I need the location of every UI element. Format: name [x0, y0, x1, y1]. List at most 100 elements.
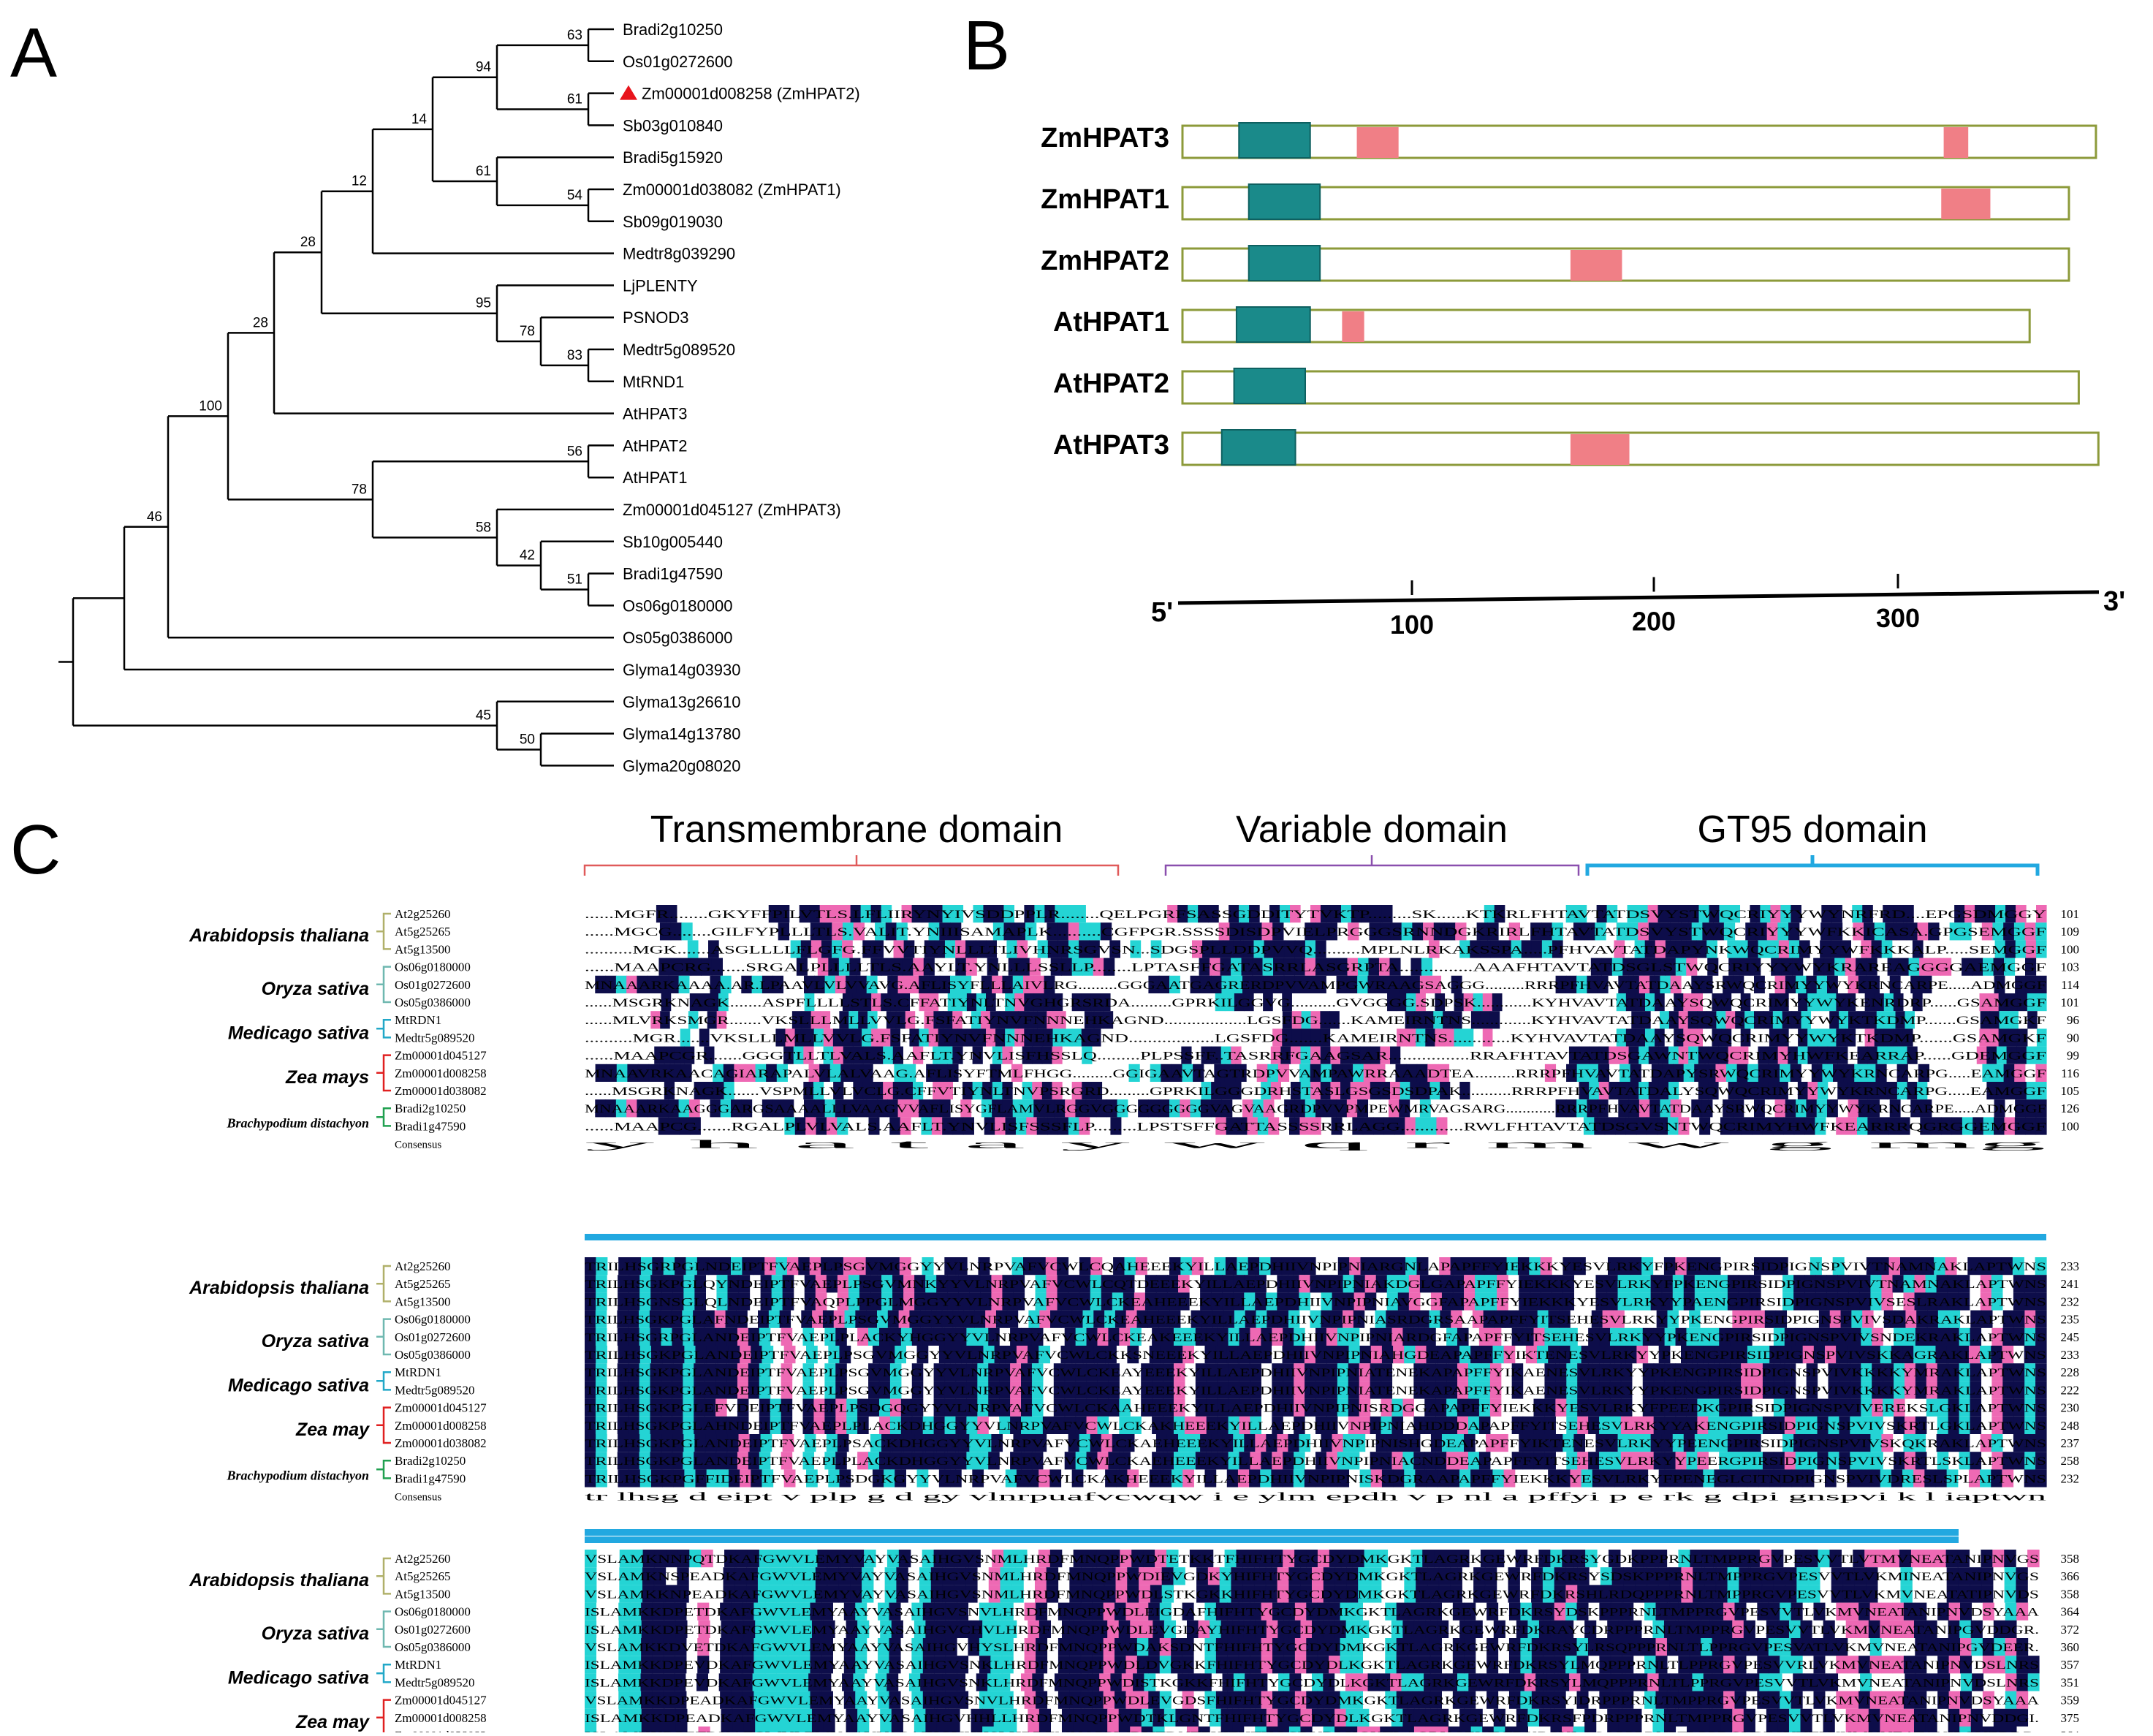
residue-cell — [1771, 958, 1782, 976]
residue-cell — [1902, 1028, 1913, 1047]
residue-cell — [933, 1046, 943, 1064]
residue-cell — [1242, 975, 1253, 993]
residue-cell — [647, 975, 658, 993]
residue-cell — [1630, 1064, 1641, 1082]
residue-cell — [1893, 993, 1904, 1012]
residue-cell — [674, 1046, 685, 1064]
residue-cell — [1951, 1117, 1963, 1135]
residue-cell — [1394, 1117, 1405, 1135]
residue-cell — [1994, 1117, 2005, 1135]
residue-cell — [1552, 1292, 1563, 1311]
residue-cell — [1023, 1257, 1035, 1276]
residue-cell — [1530, 922, 1542, 941]
residue-cell — [1079, 1257, 1091, 1276]
residue-cell — [2013, 1292, 2025, 1311]
residue-cell — [1018, 1011, 1029, 1029]
residue-count: 360 — [2061, 1640, 2080, 1654]
residue-cell — [1330, 905, 1342, 923]
residue-cell — [1526, 1310, 1538, 1328]
residue-cell — [596, 1292, 607, 1311]
residue-cell — [1698, 1082, 1709, 1100]
residue-cell — [1166, 1275, 1179, 1293]
residue-cell — [881, 1028, 891, 1047]
residue-cell — [1668, 1117, 1679, 1135]
residue-cell — [892, 958, 903, 976]
residue-cell — [1293, 1257, 1305, 1276]
residue-cell — [1689, 1310, 1701, 1328]
residue-cell — [1459, 940, 1470, 958]
residue-cell — [1967, 1257, 1980, 1276]
residue-cell — [1628, 1292, 1641, 1311]
residue-cell — [775, 1257, 788, 1276]
residue-cell — [804, 1028, 815, 1047]
residue-cell — [1754, 1099, 1765, 1118]
residue-cell — [892, 1046, 903, 1064]
residue-cell — [1044, 975, 1055, 993]
residue-cell — [1239, 905, 1250, 923]
residue-cell — [1854, 1064, 1866, 1082]
residue-cell — [1851, 1310, 1863, 1328]
residue-cell — [2016, 905, 2027, 923]
residue-cell — [1530, 1292, 1541, 1311]
residue-cell — [892, 1275, 904, 1293]
residue-cell — [1998, 993, 2009, 1012]
residue-cell — [859, 1275, 871, 1293]
residue-cell — [1310, 1310, 1322, 1328]
residue-cell — [1972, 1117, 1984, 1135]
residue-cell — [1765, 1257, 1777, 1276]
residue-cell — [804, 1099, 815, 1118]
residue-cell — [1100, 993, 1111, 1012]
residue-cell — [1978, 1257, 1991, 1276]
residue-cell — [1136, 1310, 1148, 1328]
residue-cell — [924, 1011, 935, 1029]
residue-cell — [1033, 1028, 1044, 1047]
residue-cell — [764, 1257, 777, 1276]
residue-cell — [727, 1292, 740, 1311]
residue-cell — [605, 1099, 617, 1118]
residue-cell — [1738, 1275, 1750, 1293]
residue-cell — [1208, 905, 1219, 923]
residue-cell — [1848, 1099, 1859, 1118]
residue-cell — [1813, 958, 1825, 976]
residue-cell — [1419, 975, 1431, 993]
residue-cell — [1280, 905, 1291, 923]
residue-cell — [1826, 1275, 1838, 1293]
residue-cell — [2012, 1257, 2024, 1276]
residue-cell — [1565, 905, 1577, 923]
residue-cell — [1815, 1117, 1826, 1135]
residue-cell — [585, 1310, 596, 1328]
residue-cell — [1473, 993, 1484, 1012]
sequence-id: MtRDN1 — [395, 1013, 441, 1027]
residue-cell — [1716, 1292, 1728, 1311]
residue-cell — [1861, 940, 1872, 958]
residue-cell — [1364, 1292, 1377, 1311]
residue-cell — [2013, 1275, 2025, 1293]
residue-cell — [1609, 1046, 1620, 1064]
residue-cell — [1229, 922, 1241, 941]
residue-cell — [981, 1099, 992, 1118]
sequence-id: Bradi1g47590 — [395, 1471, 466, 1485]
residue-cell — [1161, 1064, 1172, 1082]
residue-cell — [813, 1082, 824, 1100]
motif-block — [1941, 189, 1991, 219]
residue-cell — [1785, 1099, 1796, 1118]
residue-cell — [734, 1064, 745, 1082]
residue-cell — [1047, 922, 1058, 941]
residue-cell — [1929, 958, 1941, 976]
residue-cell — [856, 1099, 867, 1118]
residue-cell — [1994, 975, 2005, 993]
sequence-id: Os05g0386000 — [395, 996, 471, 1009]
residue-cell — [1639, 975, 1650, 993]
residue-cell — [976, 940, 987, 958]
residue-cell — [1002, 1099, 1014, 1118]
residue-cell — [1827, 975, 1838, 993]
residue-cell — [1357, 975, 1369, 993]
residue-cell — [909, 1028, 920, 1047]
residue-cell — [775, 1028, 786, 1047]
transmembrane-domain — [1238, 122, 1311, 159]
species-bracket — [376, 1459, 391, 1479]
residue-cell — [2025, 975, 2037, 993]
residue-cell — [969, 1292, 981, 1311]
residue-cell — [893, 940, 905, 958]
residue-cell — [1452, 1292, 1465, 1311]
